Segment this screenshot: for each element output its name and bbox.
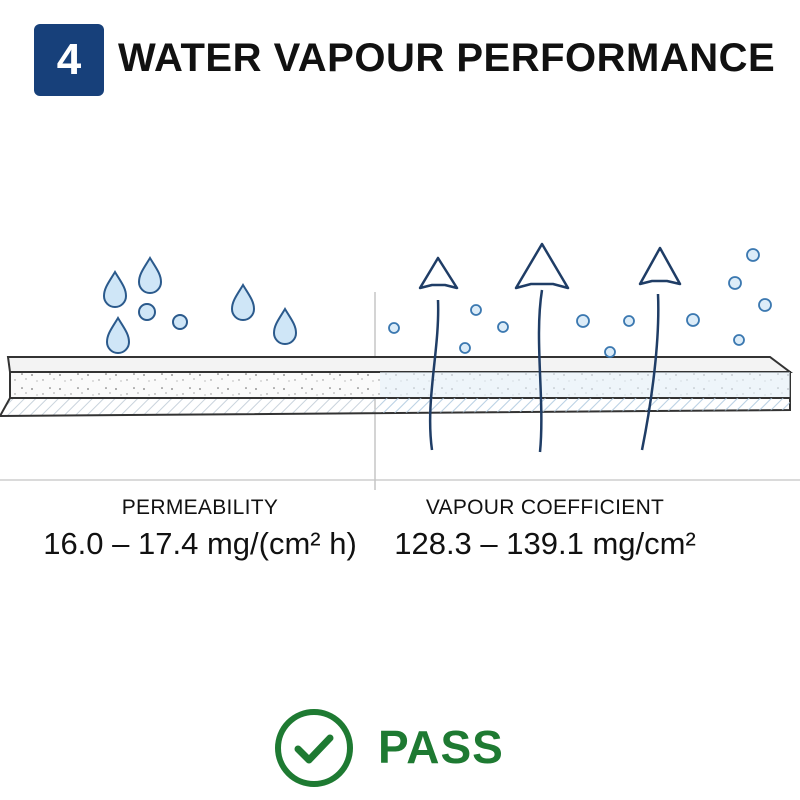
bubble-icon xyxy=(623,315,635,327)
bubble-icon xyxy=(728,276,742,290)
bubble-icon xyxy=(470,304,482,316)
vapour-coefficient-value: 128.3 – 139.1 mg/cm² xyxy=(394,526,696,561)
permeability-metric: PERMEABILITY 16.0 – 17.4 mg/(cm² h) xyxy=(0,496,400,562)
water-droplets xyxy=(102,256,298,354)
arrow-head-icon xyxy=(418,256,459,290)
permeability-label: PERMEABILITY xyxy=(121,496,279,519)
page-title: WATER VAPOUR PERFORMANCE xyxy=(118,36,776,80)
vapour-coefficient-metric: VAPOUR COEFFICIENT 128.3 – 139.1 mg/cm² xyxy=(370,496,720,562)
droplet-icon xyxy=(105,316,131,354)
arrow-head-icon xyxy=(514,242,570,290)
arrow-up-icon xyxy=(640,293,660,451)
vapour-arrows xyxy=(418,242,682,453)
pass-label: PASS xyxy=(378,721,504,773)
check-circle-icon xyxy=(275,709,353,787)
bubble-icon xyxy=(733,334,745,346)
result-badge: PASS xyxy=(272,706,532,787)
droplet-icon xyxy=(272,307,298,345)
bubble-icon xyxy=(576,314,590,328)
droplet-icon xyxy=(172,314,188,330)
header: 4 WATER VAPOUR PERFORMANCE xyxy=(34,24,776,96)
arrow-up-icon xyxy=(428,299,440,451)
step-number-badge: 4 xyxy=(34,24,104,96)
bubble-icon xyxy=(497,321,509,333)
droplet-icon xyxy=(102,270,128,308)
droplet-icon xyxy=(138,303,156,321)
permeability-value: 16.0 – 17.4 mg/(cm² h) xyxy=(43,526,357,561)
bubble-icon xyxy=(746,248,760,262)
bubble-icon xyxy=(604,346,616,358)
droplet-icon xyxy=(137,256,163,294)
bubble-icon xyxy=(459,342,471,354)
membrane-illustration xyxy=(0,242,800,490)
arrow-up-icon xyxy=(537,289,544,453)
bubble-icon xyxy=(388,322,400,334)
bubble-icon xyxy=(686,313,700,327)
arrow-head-icon xyxy=(638,246,682,286)
bubble-icon xyxy=(758,298,772,312)
vapour-bubbles xyxy=(388,248,772,358)
membrane-layers xyxy=(0,356,793,418)
droplet-icon xyxy=(230,283,256,321)
vapour-coefficient-label: VAPOUR COEFFICIENT xyxy=(425,496,665,519)
